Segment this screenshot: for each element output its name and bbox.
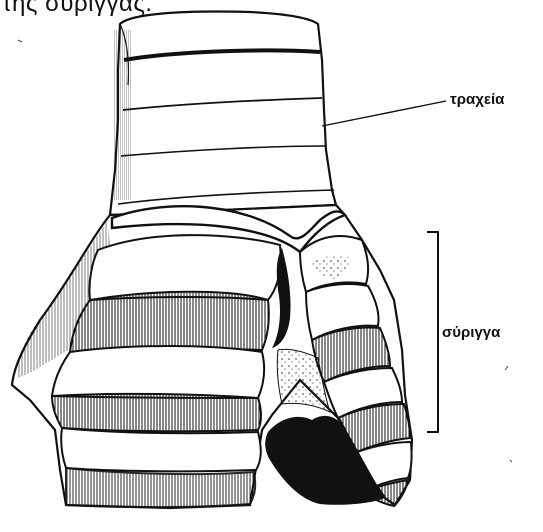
trachea-pointer-line bbox=[322, 101, 446, 126]
syrinx-label: σύριγγα bbox=[442, 324, 500, 341]
trachea-tube bbox=[110, 12, 336, 216]
trachea-label: τραχεία bbox=[450, 91, 504, 108]
syrinx-bracket bbox=[427, 232, 438, 432]
